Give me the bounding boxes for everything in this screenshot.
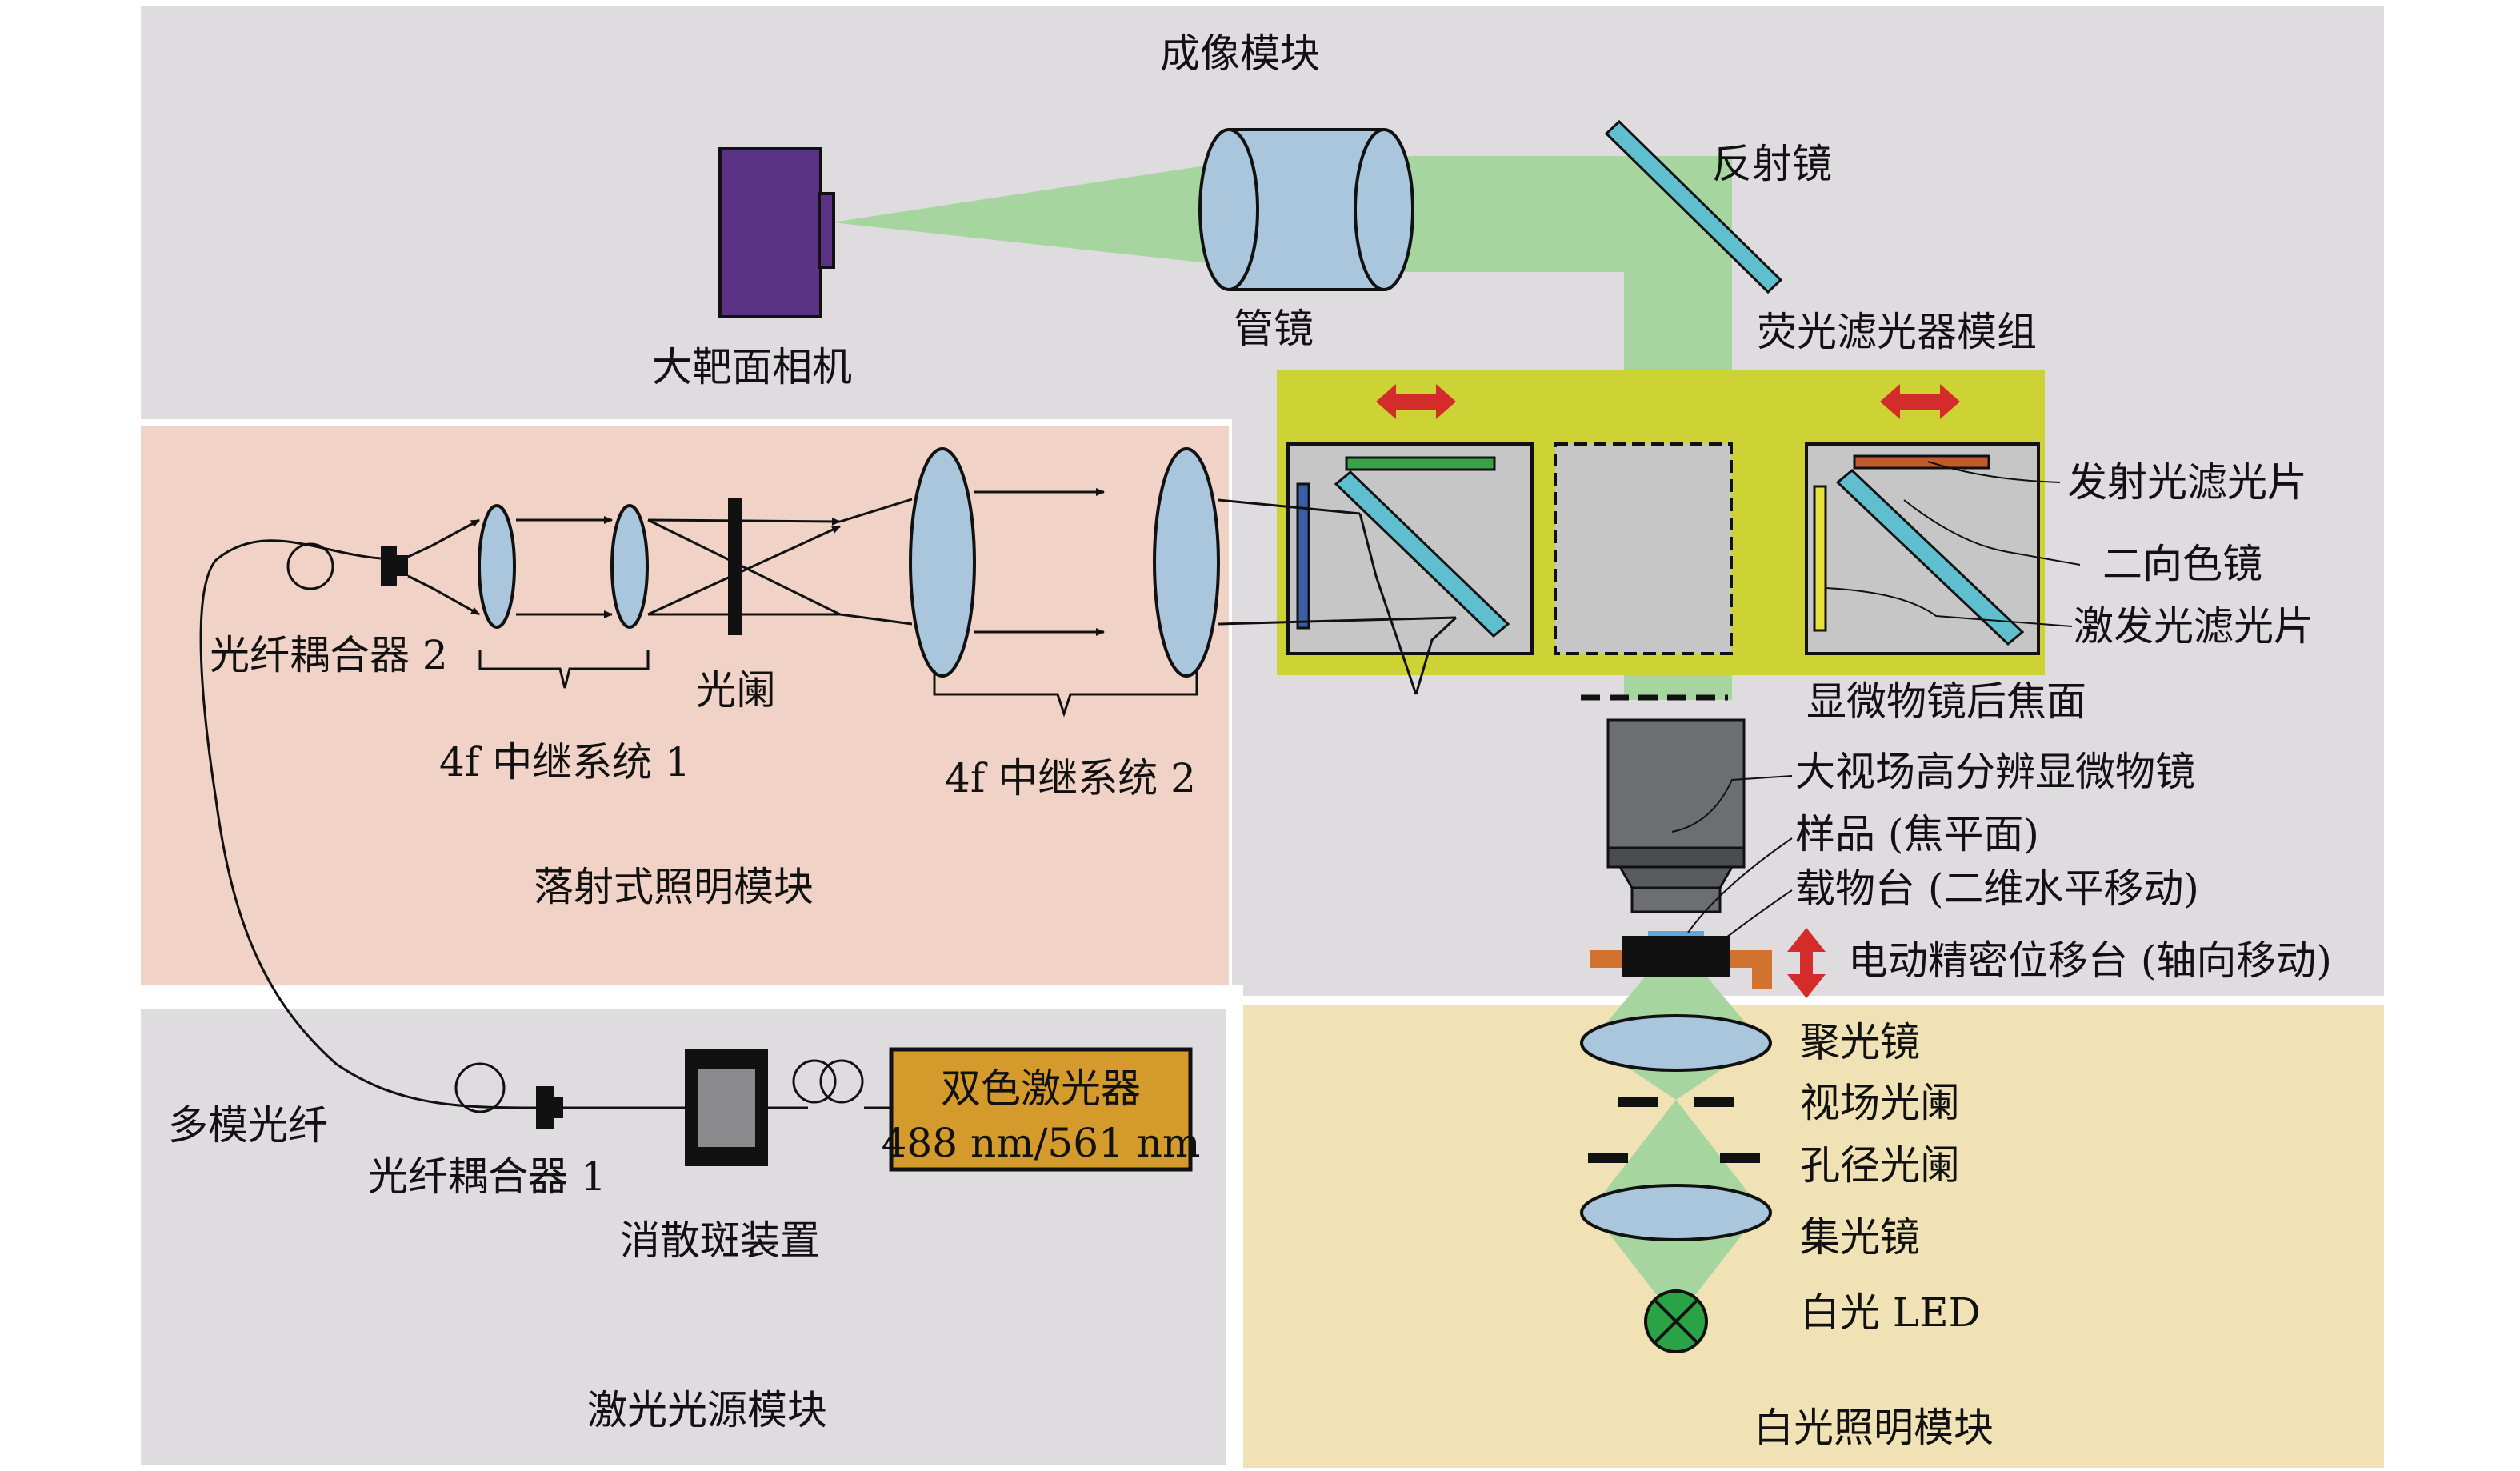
imaging-module-panel: [141, 6, 2384, 996]
leader-lines: [1671, 461, 2081, 943]
z-stage-label: 电动精密位移台 (轴向移动): [1848, 937, 2332, 984]
laser-box: [889, 1047, 1193, 1172]
coupler2-label: 光纤耦合器 2: [210, 632, 448, 678]
fiber-coupler-2-icon: [381, 546, 408, 586]
fiber-coupler-1-icon: [536, 1086, 563, 1129]
condenser-lens: [1580, 1014, 1772, 1072]
led-icon: [1644, 1289, 1708, 1353]
epi-module-label: 落射式照明模块: [534, 864, 814, 910]
filter-cube-right: [1805, 442, 2040, 655]
relay-lens-1a: [478, 504, 516, 629]
led-label: 白光 LED: [1800, 1289, 1981, 1336]
dichroic-label: 二向色镜: [2102, 541, 2262, 587]
condenser-label: 聚光镜: [1800, 1019, 1920, 1065]
collector-label: 集光镜: [1800, 1214, 1920, 1261]
white-module-label: 白光照明模块: [1754, 1405, 1994, 1451]
epi-illumination-panel: [141, 426, 1229, 985]
relay-lens-2b: [1153, 447, 1220, 678]
excitation-rays: [407, 488, 1458, 695]
coupler1-label: 光纤耦合器 1: [368, 1153, 606, 1200]
relay-2-brace: [933, 670, 1198, 718]
pinhole-icon: [728, 498, 742, 635]
despeckle-label: 消散斑装置: [620, 1217, 820, 1264]
relay2-label: 4f 中继系统 2: [945, 755, 1196, 801]
laser-label-line1: 双色激光器: [941, 1065, 1141, 1112]
pinhole-label: 光阑: [696, 667, 776, 714]
relay-lens-1b: [610, 504, 649, 629]
filter-cube-empty-slot: [1554, 442, 1733, 655]
multimode-fiber: [199, 539, 892, 1113]
white-light-panel: [1243, 1005, 2384, 1468]
filter-module-label: 荧光滤光器模组: [1757, 309, 2037, 355]
objective-icon: [1606, 718, 1746, 913]
camera-label: 大靶面相机: [652, 344, 852, 390]
aperture-stop-icon: [1588, 1153, 1760, 1163]
fiber-label: 多模光纤: [168, 1102, 328, 1149]
laser-module-label: 激光光源模块: [587, 1387, 827, 1433]
relay-lens-2a: [909, 447, 976, 678]
tube-lens-label: 管镜: [1234, 306, 1314, 352]
camera-icon: [718, 147, 835, 318]
stage-icon: [1590, 936, 1772, 989]
aperture-stop-label: 孔径光阑: [1800, 1142, 1960, 1189]
mirror-label: 反射镜: [1712, 141, 1832, 187]
emission-filter-label: 发射光滤光片: [2067, 459, 2307, 506]
laser-label-line2: 488 nm/561 nm: [882, 1120, 1201, 1166]
axial-arrow-icon: [1787, 928, 1826, 998]
tube-lens-icon: [1198, 128, 1414, 291]
slide-arrow-left-icon: [1376, 384, 1456, 419]
back-focal-label: 显微物镜后焦面: [1806, 678, 2086, 725]
field-stop-label: 视场光阑: [1800, 1080, 1960, 1126]
collector-lens: [1580, 1184, 1772, 1241]
slide-arrow-right-icon: [1880, 384, 1960, 419]
sample-label: 样品 (焦平面): [1795, 811, 2039, 857]
mirror-icon: [1604, 119, 1783, 294]
imaging-module-label: 成像模块: [1160, 30, 1320, 77]
stage-label: 载物台 (二维水平移动): [1795, 865, 2199, 912]
objective-label: 大视场高分辨显微物镜: [1795, 749, 2195, 795]
despeckler-icon: [685, 1049, 768, 1166]
relay-1-brace: [478, 650, 650, 689]
relay1-label: 4f 中继系统 1: [439, 739, 690, 785]
field-stop-icon: [1618, 1097, 1734, 1107]
excitation-filter-label: 激发光滤光片: [2074, 603, 2314, 650]
